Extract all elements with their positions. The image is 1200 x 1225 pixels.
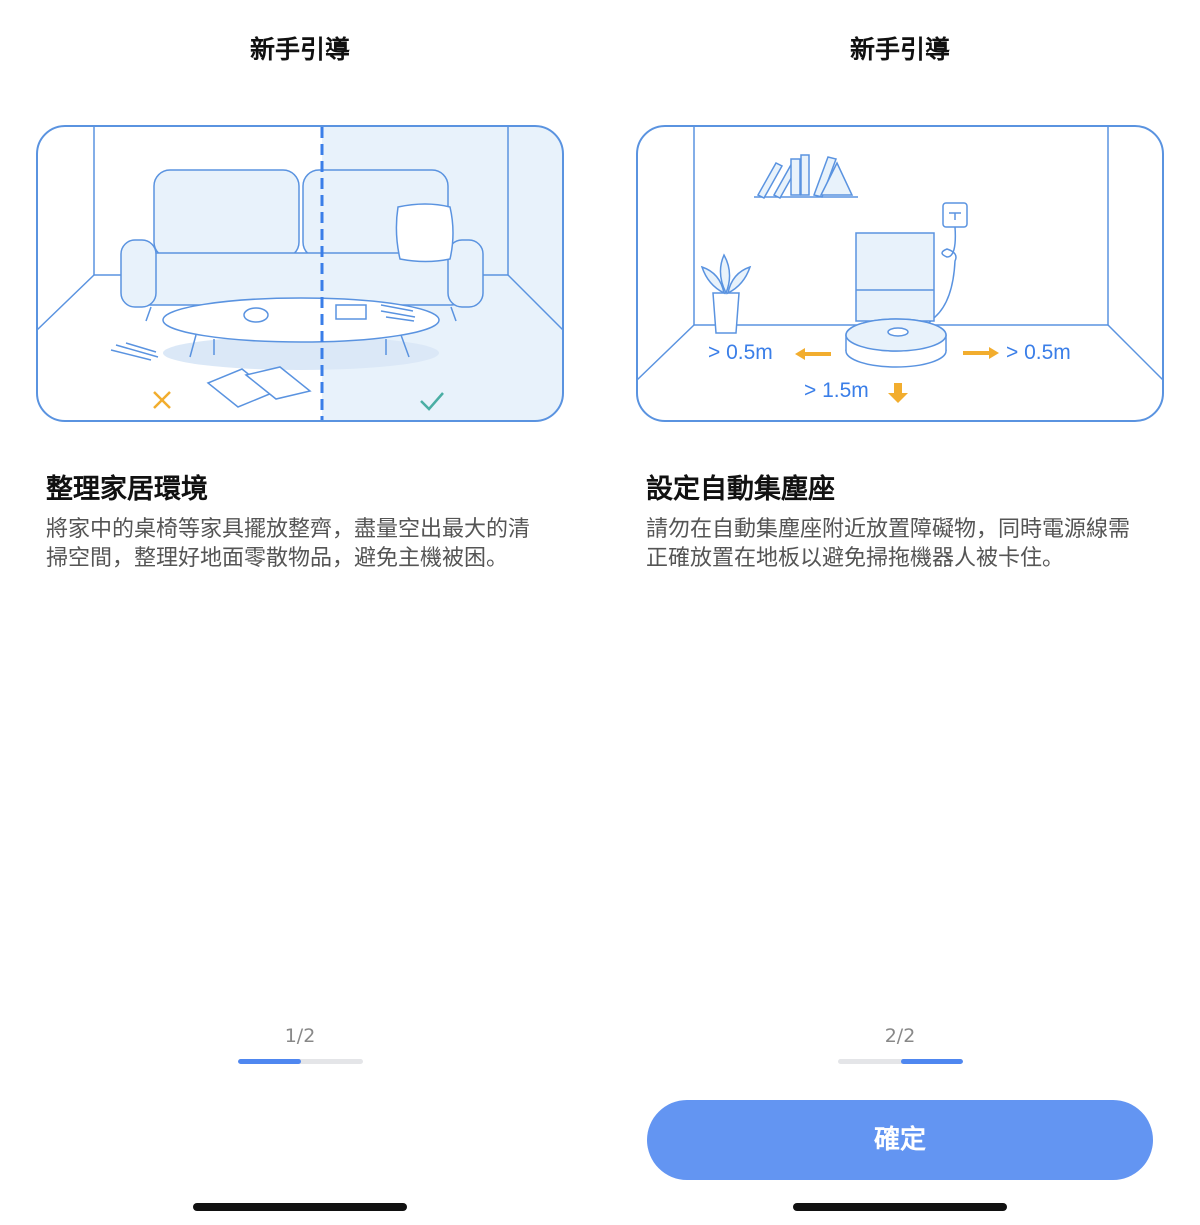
guide-screen-2: 新手引導 (600, 0, 1200, 1225)
home-indicator[interactable] (793, 1203, 1007, 1211)
front-distance-label: > 1.5m (804, 379, 869, 402)
page-progress-fill (238, 1059, 301, 1064)
section-title: 整理家居環境 (46, 474, 208, 505)
left-distance-label: > 0.5m (708, 341, 773, 364)
nav-title: 新手引導 (249, 35, 350, 64)
arrow-left-icon (795, 348, 831, 360)
page-progress-bar (238, 1059, 363, 1064)
page-counter: 1/2 (284, 1025, 316, 1047)
section-description: 請勿在自動集塵座附近放置障礙物，同時電源線需正確放置在地板以避免掃拖機器人被卡住… (646, 517, 1131, 571)
check-icon (420, 392, 444, 411)
arrow-right-icon (963, 347, 999, 359)
section-title: 設定自動集塵座 (646, 474, 835, 505)
section-description: 將家中的桌椅等家具擺放整齊，盡量空出最大的清掃空間，整理好地面零散物品，避免主機… (46, 517, 531, 571)
nav-title: 新手引導 (849, 35, 950, 64)
page-progress-bar (838, 1059, 963, 1064)
home-indicator[interactable] (193, 1203, 407, 1211)
illustration-dock-placement: > 0.5m > 0.5m > 1.5m (636, 125, 1164, 422)
arrow-down-icon (888, 383, 908, 403)
page-progress-fill (900, 1059, 963, 1064)
cross-icon (153, 391, 171, 409)
illustration-tidy-home (36, 125, 564, 422)
right-distance-label: > 0.5m (1006, 341, 1071, 364)
guide-screen-1: 新手引導 (36, 35, 564, 1211)
confirm-button[interactable]: 確定 (647, 1100, 1153, 1180)
page-counter: 2/2 (884, 1025, 916, 1047)
